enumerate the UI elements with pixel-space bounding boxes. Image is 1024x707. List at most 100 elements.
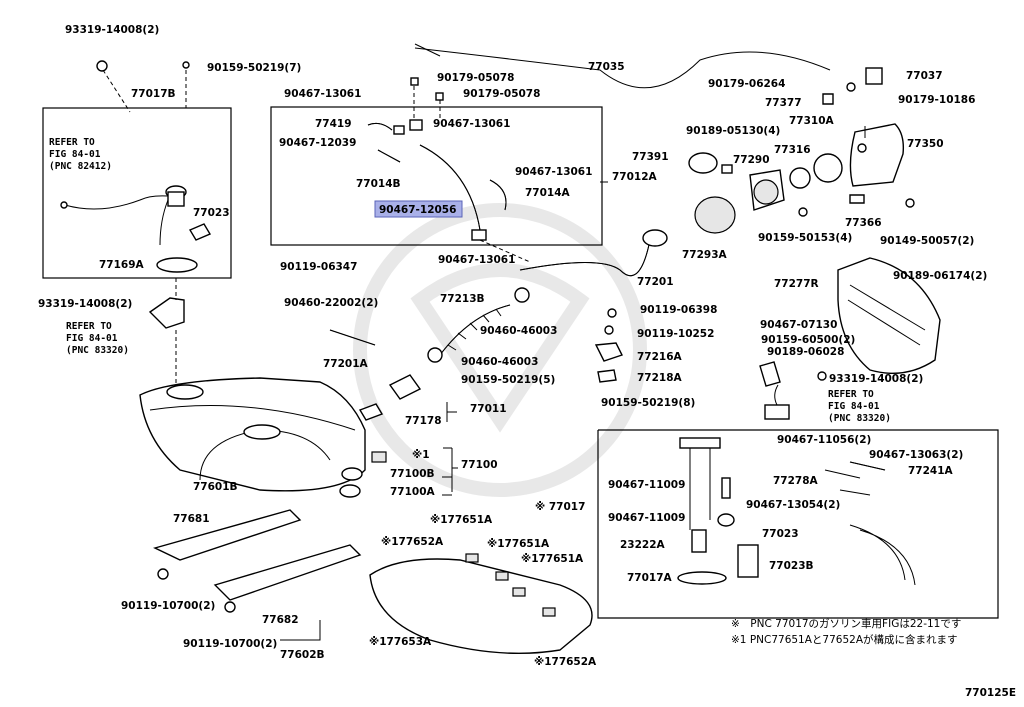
part-label-p77178[interactable]: 77178 [405,415,442,427]
fuel-lid-assembly [688,67,915,234]
highlight-part-number[interactable]: 90467-12056 [379,204,456,216]
part-label-p90119-10700-b[interactable]: 90119-10700(2) [183,638,277,650]
part-label-p90159-50153[interactable]: 90159-50153(4) [758,232,852,244]
refer-note-ref-82412-line-1: FIG 84-01 [49,149,101,160]
part-label-p77014A[interactable]: 77014A [525,187,571,199]
part-label-p-s1-a[interactable]: ※1 [412,449,430,461]
bolt-90159-top [182,61,190,69]
part-label-p77652A-b[interactable]: ※177652A [534,656,597,668]
part-label-p23222A[interactable]: 23222A [620,539,666,551]
part-label-p77241A[interactable]: 77241A [908,465,954,477]
part-label-p90159-60500[interactable]: 90159-60500(2) [761,334,855,346]
part-label-p90467-13061-d[interactable]: 90467-13061 [438,254,515,266]
gasket-77178 [358,403,384,421]
part-label-p77391[interactable]: 77391 [632,151,669,163]
part-label-p77681[interactable]: 77681 [173,513,210,525]
part-label-p77017[interactable]: ※ 77017 [535,501,585,513]
part-label-p77293A[interactable]: 77293A [682,249,728,261]
part-label-p77213B[interactable]: 77213B [440,293,485,305]
part-label-p77169A[interactable]: 77169A [99,259,145,271]
part-label-p77277R[interactable]: 77277R [774,278,819,290]
part-label-p77653A[interactable]: ※177653A [369,636,432,648]
part-label-p90179-05078-b[interactable]: 90179-05078 [463,88,540,100]
part-label-p93319-14008-top[interactable]: 93319-14008(2) [65,24,159,36]
part-label-p90179-10186[interactable]: 90179-10186 [898,94,975,106]
clamp-77218A [597,369,617,383]
bracket-77216A [594,342,623,362]
refer-note-ref-83320-right-line-1: FIG 84-01 [828,401,880,412]
part-label-p90460-46003-a[interactable]: 90460-46003 [480,325,557,337]
part-label-p77651A-c[interactable]: ※177651A [521,553,584,565]
part-label-p77682[interactable]: 77682 [262,614,299,626]
part-label-p90467-13061-c[interactable]: 90467-13061 [515,166,592,178]
part-label-p77651A-b[interactable]: ※177651A [487,538,550,550]
part-label-p77037[interactable]: 77037 [906,70,943,82]
part-label-p77377[interactable]: 77377 [765,97,802,109]
part-label-p77100A[interactable]: 77100A [390,486,436,498]
part-label-p90159-50219-7[interactable]: 90159-50219(7) [207,62,301,74]
part-label-p77290[interactable]: 77290 [733,154,770,166]
part-label-p77017A[interactable]: 77017A [627,572,673,584]
heat-protector-77277R [837,257,941,375]
part-label-p77017B[interactable]: 77017B [131,88,176,100]
box-77017 [597,429,999,619]
part-label-p77012A[interactable]: 77012A [612,171,658,183]
box-77017B [42,107,232,279]
part-label-p77278A[interactable]: 77278A [773,475,819,487]
part-label-p90149-50057[interactable]: 90149-50057(2) [880,235,974,247]
part-label-p77201A[interactable]: 77201A [323,358,369,370]
part-label-p77035[interactable]: 77035 [588,61,625,73]
part-label-p90179-06264[interactable]: 90179-06264 [708,78,785,90]
part-label-p77201[interactable]: 77201 [637,276,674,288]
part-label-p77652A-a[interactable]: ※177652A [381,536,444,548]
part-label-p90467-12039[interactable]: 90467-12039 [279,137,356,149]
part-label-p77216A[interactable]: 77216A [637,351,683,363]
part-label-p77023-right[interactable]: 77023 [762,528,799,540]
part-label-p77023B[interactable]: 77023B [769,560,814,572]
part-label-p77316[interactable]: 77316 [774,144,811,156]
part-label-p90467-07130[interactable]: 90467-07130 [760,319,837,331]
part-label-p90189-05130[interactable]: 90189-05130(4) [686,125,780,137]
part-label-p90460-22002[interactable]: 90460-22002(2) [284,297,378,309]
part-label-p90467-13061-a[interactable]: 90467-13061 [284,88,361,100]
part-label-p90460-46003-b[interactable]: 90460-46003 [461,356,538,368]
part-labels: 93319-14008(2) 90159-50219(7) 77017B 77023 7… [38,24,987,668]
part-label-p77218A[interactable]: 77218A [637,372,683,384]
part-label-p77100B[interactable]: 77100B [390,468,435,480]
part-label-p90159-50219-8[interactable]: 90159-50219(8) [601,397,695,409]
part-label-p77310A[interactable]: 77310A [789,115,835,127]
part-label-p90467-13061-b[interactable]: 90467-13061 [433,118,510,130]
fuel-lid-cable-77035 [414,47,831,89]
part-label-p77419[interactable]: 77419 [315,118,352,130]
part-label-p90467-11009-b[interactable]: 90467-11009 [608,512,685,524]
fuel-tank-77100 [139,377,387,498]
part-label-p90119-10252[interactable]: 90119-10252 [637,328,714,340]
part-label-p77601B[interactable]: 77601B [193,481,238,493]
bolt-93319-top [96,60,108,72]
part-label-p90189-06174[interactable]: 90189-06174(2) [893,270,987,282]
leader-lines [280,126,866,641]
clip-90179-b [435,92,444,101]
part-label-p77014B[interactable]: 77014B [356,178,401,190]
part-label-p77651A-a[interactable]: ※177651A [430,514,493,526]
part-label-p77602B[interactable]: 77602B [280,649,325,661]
part-label-p93319-14008-mid[interactable]: 93319-14008(2) [38,298,132,310]
part-label-p90467-13063[interactable]: 90467-13063(2) [869,449,963,461]
part-label-p90189-06028[interactable]: 90189-06028 [767,346,844,358]
part-label-p77011[interactable]: 77011 [470,403,507,415]
part-label-p90119-10700-a[interactable]: 90119-10700(2) [121,600,215,612]
part-label-p77100[interactable]: 77100 [461,459,498,471]
check-valve-77011 [388,374,422,400]
part-label-p90119-06398[interactable]: 90119-06398 [640,304,717,316]
part-label-p90159-50219-5[interactable]: 90159-50219(5) [461,374,555,386]
part-label-p90467-11056[interactable]: 90467-11056(2) [777,434,871,446]
part-label-p90467-11009-a[interactable]: 90467-11009 [608,479,685,491]
part-label-p93319-14008-right[interactable]: 93319-14008(2) [829,373,923,385]
part-label-p77350[interactable]: 77350 [907,138,944,150]
part-label-p90179-05078-a[interactable]: 90179-05078 [437,72,514,84]
part-label-p90467-13054[interactable]: 90467-13054(2) [746,499,840,511]
part-label-p77023-left[interactable]: 77023 [193,207,230,219]
part-label-p77366[interactable]: 77366 [845,217,882,229]
part-label-p90119-06347[interactable]: 90119-06347 [280,261,357,273]
